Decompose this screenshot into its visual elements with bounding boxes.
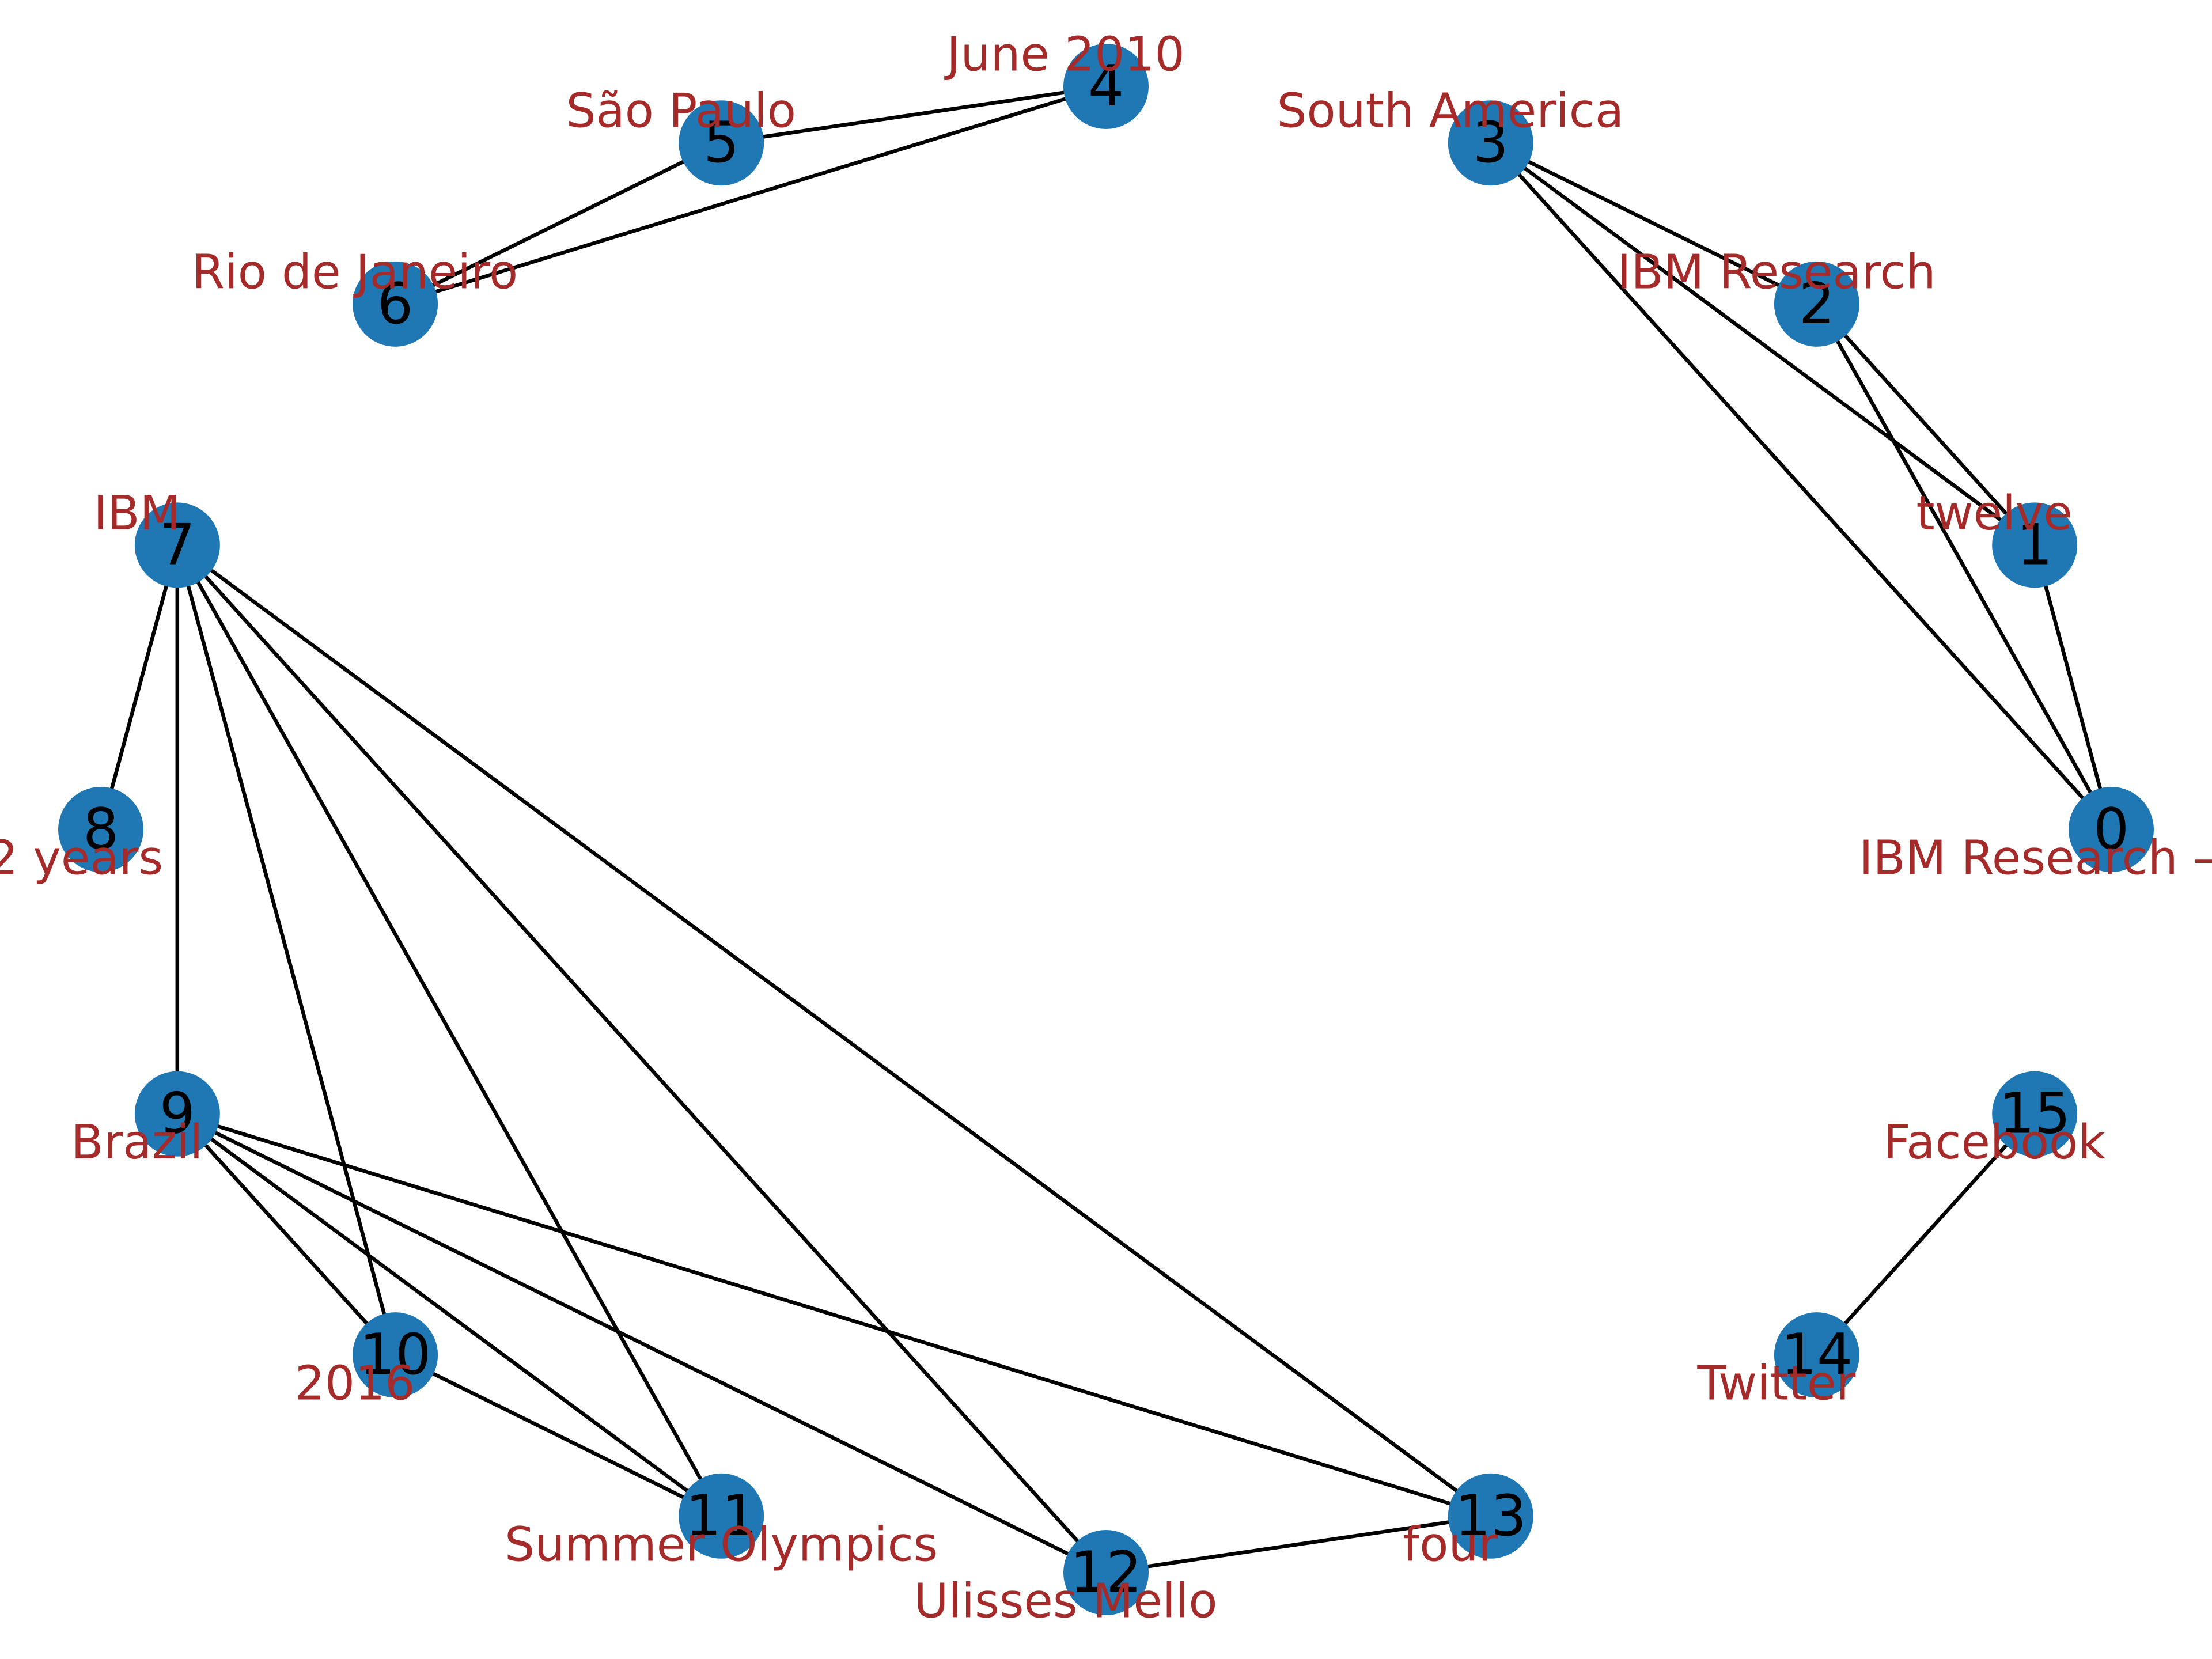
edge-5-6 bbox=[394, 141, 722, 306]
edge-4-6 bbox=[395, 84, 1107, 306]
edge-0-2 bbox=[1815, 303, 2113, 831]
edge-0-1 bbox=[2033, 544, 2113, 830]
node-14 bbox=[1774, 1312, 1859, 1398]
node-0 bbox=[2069, 787, 2154, 872]
node-6 bbox=[353, 261, 438, 347]
node-10 bbox=[353, 1312, 438, 1398]
edge-7-11 bbox=[175, 544, 724, 1517]
edge-2-3 bbox=[1490, 141, 1818, 306]
node-label-2: IBM Research bbox=[1617, 245, 1936, 300]
node-label-15: Facebook bbox=[1884, 1115, 2106, 1170]
node-5 bbox=[679, 100, 764, 186]
node-id-6: 6 bbox=[377, 271, 413, 337]
edges-layer bbox=[99, 84, 2113, 1575]
node-label-0: IBM Research – Brazil bbox=[1859, 831, 2212, 886]
node-label-12: Ulisses Mello bbox=[914, 1574, 1217, 1629]
node-3 bbox=[1448, 100, 1533, 186]
node-id-8: 8 bbox=[83, 797, 119, 862]
edge-4-5 bbox=[721, 84, 1107, 145]
node-8 bbox=[58, 787, 143, 872]
node-label-4: June 2010 bbox=[944, 28, 1184, 82]
node-label-5: São Paulo bbox=[566, 84, 796, 139]
node-label-6: Rio de Janeiro bbox=[192, 245, 518, 300]
node-id-3: 3 bbox=[1473, 110, 1509, 176]
edge-12-13 bbox=[1105, 1514, 1491, 1575]
node-label-9: Brazil bbox=[71, 1115, 203, 1170]
node-id-1: 1 bbox=[2017, 512, 2052, 578]
labels-layer: IBM Research – BraziltwelveIBM ResearchS… bbox=[0, 28, 2212, 1629]
edge-7-13 bbox=[176, 543, 1492, 1518]
edge-7-10 bbox=[175, 544, 397, 1356]
edge-9-10 bbox=[176, 1112, 397, 1357]
node-label-7: IBM bbox=[93, 486, 180, 541]
node-label-14: Twitter bbox=[1696, 1357, 1855, 1411]
node-9 bbox=[134, 1071, 220, 1157]
edge-7-8 bbox=[99, 544, 179, 830]
node-id-0: 0 bbox=[2093, 797, 2129, 862]
node-13 bbox=[1448, 1473, 1533, 1559]
node-id-13: 13 bbox=[1455, 1483, 1527, 1549]
edge-10-11 bbox=[394, 1353, 722, 1518]
node-label-1: twelve bbox=[1916, 486, 2072, 541]
node-id-14: 14 bbox=[1781, 1322, 1853, 1388]
edge-9-12 bbox=[176, 1112, 1107, 1574]
edge-1-3 bbox=[1489, 141, 2036, 547]
node-id-7: 7 bbox=[160, 512, 195, 578]
node-7 bbox=[134, 502, 220, 588]
edge-9-13 bbox=[176, 1112, 1491, 1518]
node-11 bbox=[679, 1473, 764, 1559]
node-id-9: 9 bbox=[160, 1081, 195, 1147]
node-label-13: four bbox=[1403, 1517, 1498, 1572]
node-id-2: 2 bbox=[1799, 271, 1835, 337]
node-id-10: 10 bbox=[359, 1322, 431, 1388]
edge-7-12 bbox=[176, 544, 1108, 1574]
node-15 bbox=[1992, 1071, 2078, 1157]
node-id-15: 15 bbox=[1999, 1081, 2071, 1147]
node-label-10: 2016 bbox=[295, 1357, 415, 1411]
node-label-11: Summer Olympics bbox=[505, 1517, 938, 1572]
edge-14-15 bbox=[1815, 1112, 2036, 1357]
node-id-11: 11 bbox=[685, 1483, 757, 1549]
node-1 bbox=[1992, 502, 2078, 588]
edge-0-3 bbox=[1489, 142, 2113, 831]
edge-9-11 bbox=[176, 1112, 723, 1518]
node-2 bbox=[1774, 261, 1859, 347]
edge-1-2 bbox=[1815, 302, 2036, 547]
node-4 bbox=[1063, 44, 1149, 129]
node-label-3: South America bbox=[1277, 84, 1624, 139]
node-label-8: 12 years bbox=[0, 831, 163, 886]
node-12 bbox=[1063, 1530, 1149, 1615]
node-id-12: 12 bbox=[1070, 1540, 1142, 1605]
node-id-5: 5 bbox=[703, 110, 739, 176]
node-id-4: 4 bbox=[1088, 54, 1124, 119]
